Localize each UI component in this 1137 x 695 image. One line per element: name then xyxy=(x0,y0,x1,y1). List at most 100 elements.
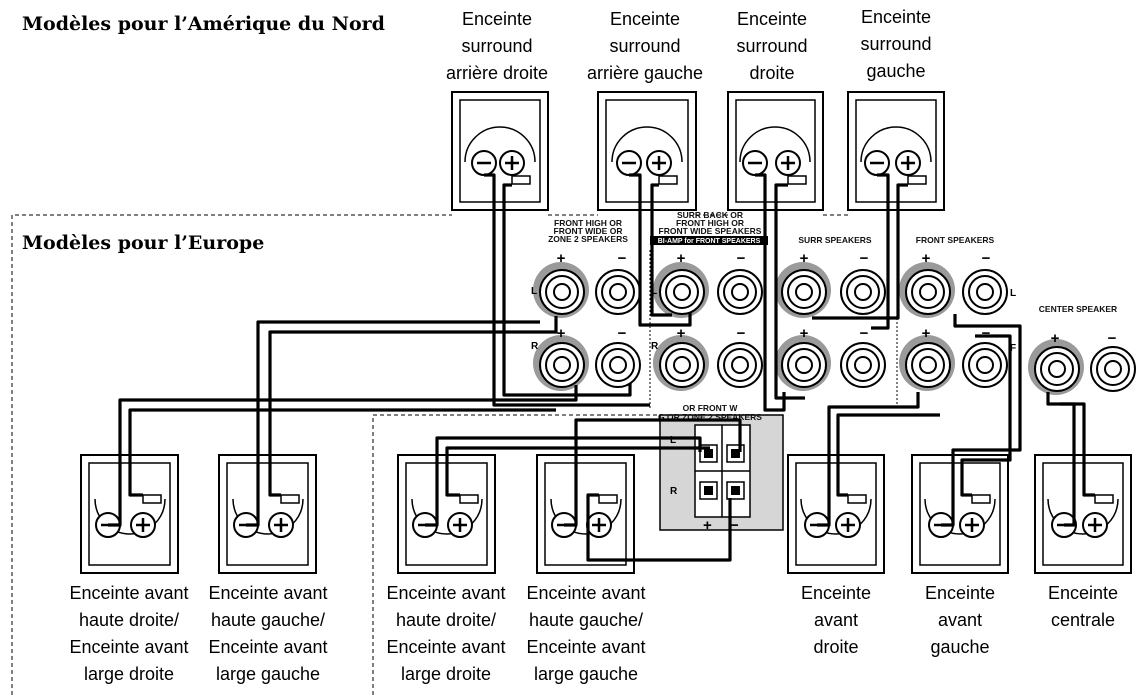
label-surr-back-3: FRONT WIDE SPEAKERS xyxy=(659,226,762,236)
label-surround-left-3: gauche xyxy=(866,61,925,81)
label-surround-right-3: droite xyxy=(749,63,794,83)
minus-sign: − xyxy=(860,325,869,342)
label-surround-left-1: Enceinte xyxy=(861,7,931,27)
label-eu-block-1: OR FRONT W xyxy=(683,403,739,413)
bottom-speaker-labels: Enceinte avant haute droite/ Enceinte av… xyxy=(69,583,1118,684)
plus-sign: + xyxy=(922,250,931,267)
channel-right-label: F xyxy=(1010,343,1016,354)
binding-post-icon xyxy=(840,269,886,315)
label-fhr-eu-4: large droite xyxy=(401,664,491,684)
binding-post-icon xyxy=(717,342,763,388)
binding-post-icon xyxy=(905,269,951,315)
plus-sign: + xyxy=(557,325,566,342)
plus-sign: + xyxy=(677,325,686,342)
label-front-high-1: FRONT HIGH OR xyxy=(554,218,622,228)
label-front-right-2: avant xyxy=(814,610,858,630)
bi-amp-badge xyxy=(650,236,768,245)
polarity-markers: + − + − + − + − + − + − + − + − + − L L … xyxy=(531,250,1117,354)
speaker-surround-back-right xyxy=(451,91,549,211)
label-fhr-na-2: haute droite/ xyxy=(79,610,179,630)
minus-sign: − xyxy=(618,325,627,342)
bottom-speakers xyxy=(80,454,1132,574)
minus-sign: − xyxy=(1108,330,1117,347)
label-surr-back-1: SURR BACK OR xyxy=(677,210,743,220)
binding-post-icon xyxy=(595,342,641,388)
binding-post-icon xyxy=(1034,346,1080,392)
binding-post-icon xyxy=(781,342,827,388)
channel-left-label: L xyxy=(651,286,657,297)
label-fhl-na-1: Enceinte avant xyxy=(208,583,327,603)
speaker-front-left xyxy=(911,454,1009,574)
speaker-front-high-left-na xyxy=(218,454,317,574)
speaker-surround-back-left xyxy=(597,91,697,211)
plus-sign: + xyxy=(800,325,809,342)
label-front-right-3: droite xyxy=(813,637,858,657)
label-surround-back-right-3: arrière droite xyxy=(446,63,548,83)
label-fhr-eu-2: haute droite/ xyxy=(396,610,496,630)
receiver-terminal-panel: FRONT HIGH OR FRONT WIDE OR ZONE 2 SPEAK… xyxy=(531,210,1136,410)
label-front-right-1: Enceinte xyxy=(801,583,871,603)
minus-sign: − xyxy=(860,250,869,267)
label-surround-back-left-1: Enceinte xyxy=(610,9,680,29)
top-speaker-labels: Enceinte surround arrière droite Enceint… xyxy=(446,7,932,83)
label-front-high-2: FRONT WIDE OR xyxy=(554,226,623,236)
binding-post-icon xyxy=(962,342,1008,388)
plus-sign: + xyxy=(677,250,686,267)
top-speakers xyxy=(451,91,945,211)
label-center-2: centrale xyxy=(1051,610,1115,630)
binding-post-icon xyxy=(539,342,585,388)
binding-post-icon xyxy=(539,269,585,315)
plus-sign: + xyxy=(1051,330,1060,347)
minus-sign: − xyxy=(618,250,627,267)
label-surround-right-1: Enceinte xyxy=(737,9,807,29)
channel-right-label: R xyxy=(651,341,659,352)
plus-sign: + xyxy=(800,250,809,267)
label-center-speaker: CENTER SPEAKER xyxy=(1039,304,1117,314)
label-surround-back-right-1: Enceinte xyxy=(462,9,532,29)
channel-left-label: L xyxy=(1010,288,1016,299)
plus-sign: + xyxy=(922,325,931,342)
binding-posts xyxy=(539,269,1136,392)
eu-spring-terminal-block: OR FRONT W G OR ZONE 2 SPEAKERS L R + − xyxy=(658,403,784,534)
speaker-cables xyxy=(108,173,1095,562)
label-front-left-2: avant xyxy=(938,610,982,630)
binding-post-icon xyxy=(962,269,1008,315)
minus-sign: − xyxy=(982,325,991,342)
label-front-left-3: gauche xyxy=(930,637,989,657)
heading-north-america: Modèles pour l’Amérique du Nord xyxy=(22,13,385,35)
label-fhl-na-4: large gauche xyxy=(216,664,320,684)
label-bi-amp: BI-AMP for FRONT SPEAKERS xyxy=(658,238,761,245)
label-surround-right-2: surround xyxy=(736,36,807,56)
binding-post-icon xyxy=(595,269,641,315)
label-fhl-eu-4: large gauche xyxy=(534,664,638,684)
europe-region-border xyxy=(11,214,848,695)
label-surround-left-2: surround xyxy=(860,34,931,54)
channel-right-label: R xyxy=(670,486,678,497)
speaker-front-high-left-eu xyxy=(536,454,635,574)
label-fhr-na-1: Enceinte avant xyxy=(69,583,188,603)
label-fhr-eu-1: Enceinte avant xyxy=(386,583,505,603)
label-fhl-na-2: haute gauche/ xyxy=(211,610,325,630)
binding-post-icon xyxy=(717,269,763,315)
label-surround-back-left-3: arrière gauche xyxy=(587,63,703,83)
label-surr-speakers: SURR SPEAKERS xyxy=(798,235,872,245)
binding-post-icon xyxy=(905,342,951,388)
label-fhl-eu-2: haute gauche/ xyxy=(529,610,643,630)
label-fhr-eu-3: Enceinte avant xyxy=(386,637,505,657)
plus-sign: + xyxy=(703,517,712,534)
binding-post-icon xyxy=(1090,346,1136,392)
label-fhr-na-4: large droite xyxy=(84,664,174,684)
label-surround-back-left-2: surround xyxy=(609,36,680,56)
minus-sign: − xyxy=(730,517,739,534)
label-fhr-na-3: Enceinte avant xyxy=(69,637,188,657)
label-fhl-na-3: Enceinte avant xyxy=(208,637,327,657)
channel-left-label: L xyxy=(531,286,537,297)
label-front-left-1: Enceinte xyxy=(925,583,995,603)
speaker-front-right xyxy=(787,454,885,574)
label-eu-block-2: G OR ZONE 2 SPEAKERS xyxy=(658,412,762,422)
minus-sign: − xyxy=(982,250,991,267)
speaker-surround-left xyxy=(847,91,945,211)
label-fhl-eu-1: Enceinte avant xyxy=(526,583,645,603)
minus-sign: − xyxy=(737,250,746,267)
